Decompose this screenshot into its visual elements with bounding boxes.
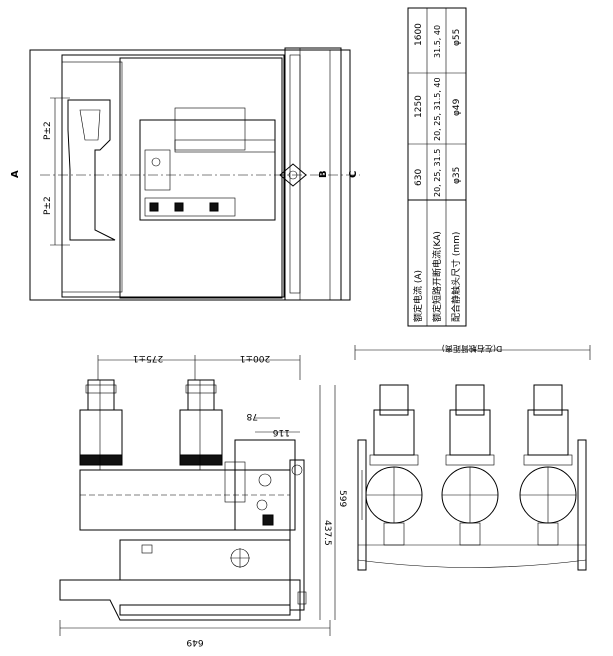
row-label-breaking-current: 额定短路开断电流(KA) <box>431 231 443 322</box>
indicator-icon <box>151 157 161 167</box>
front-panel <box>284 47 342 301</box>
cell-1600-size: φ55 <box>452 29 462 46</box>
front-panel-inner <box>289 54 301 294</box>
dim-A-label: A <box>10 170 21 178</box>
dim-116-label: 116 <box>273 427 290 437</box>
cell-1600: 1600 <box>414 23 424 46</box>
lower-chassis <box>119 539 291 581</box>
button-icon <box>149 202 159 212</box>
pole-front-3 <box>519 384 577 546</box>
dim-C-label: C <box>348 171 359 178</box>
front-panel-side <box>289 459 305 611</box>
indicator-panel <box>144 149 171 191</box>
charging-shaft <box>174 139 276 153</box>
top-view: A B C P±2 P±2 <box>10 47 360 301</box>
side-view: 275±1 200±1 <box>59 353 347 647</box>
dim-275-label: 275±1 <box>133 353 163 363</box>
pole-section <box>61 61 123 293</box>
spring-housing <box>174 107 246 151</box>
dim-P-lower-label: P±2 <box>43 196 53 215</box>
breaker-frame <box>119 57 283 299</box>
pole-column-right <box>179 379 223 470</box>
cell-1250: 1250 <box>414 95 424 118</box>
dim-599-label: 599 <box>337 490 347 507</box>
dim-649-label: 649 <box>186 637 203 647</box>
side-rail-left <box>357 439 367 571</box>
cell-1250-size: φ49 <box>452 98 462 116</box>
row-label-rated-current: 额定电流 (A) <box>412 270 424 322</box>
mechanism-box <box>234 439 296 531</box>
terminal-icon <box>262 514 274 526</box>
dim-B-label: B <box>318 170 329 178</box>
mechanism-shaft-icon <box>258 473 272 487</box>
dim-437-5-label: 437.5 <box>322 520 332 546</box>
row-label-contact-size: 配合静触头尺寸 (mm) <box>450 232 462 322</box>
dim-78-label: 78 <box>246 411 258 421</box>
dim-200-label: 200±1 <box>240 353 270 363</box>
pole-front-1 <box>365 384 423 546</box>
handle-diamond <box>279 163 307 187</box>
cell-1250-ka: 20, 25, 31.5, 40 <box>433 77 442 141</box>
side-rail-right <box>577 439 587 571</box>
pole-front-2 <box>441 384 499 546</box>
spring-unit <box>224 461 246 503</box>
cell-630-ka: 20, 25, 31.5 <box>433 149 442 197</box>
main-body <box>79 469 291 531</box>
pole-column-left <box>79 379 123 470</box>
spec-table: 额定电流 (A) 额定短路开断电流(KA) 配合静触头尺寸 (mm) 630 1… <box>407 7 467 327</box>
trolley <box>59 579 301 621</box>
trolley-rail <box>119 604 291 616</box>
control-panel <box>144 197 236 217</box>
button-icon <box>209 202 219 212</box>
cell-1600-ka: 31.5, 40 <box>433 25 442 58</box>
cell-630: 630 <box>414 169 424 186</box>
front-view: D(左右触臂距离) <box>354 344 591 571</box>
dim-P-upper-label: P±2 <box>43 121 53 140</box>
front-view-caption: D(左右触臂距离) <box>442 344 502 354</box>
button-icon <box>174 202 184 212</box>
operating-mechanism <box>139 119 276 221</box>
contact-arm <box>67 99 116 241</box>
cell-630-size: φ35 <box>452 167 462 184</box>
